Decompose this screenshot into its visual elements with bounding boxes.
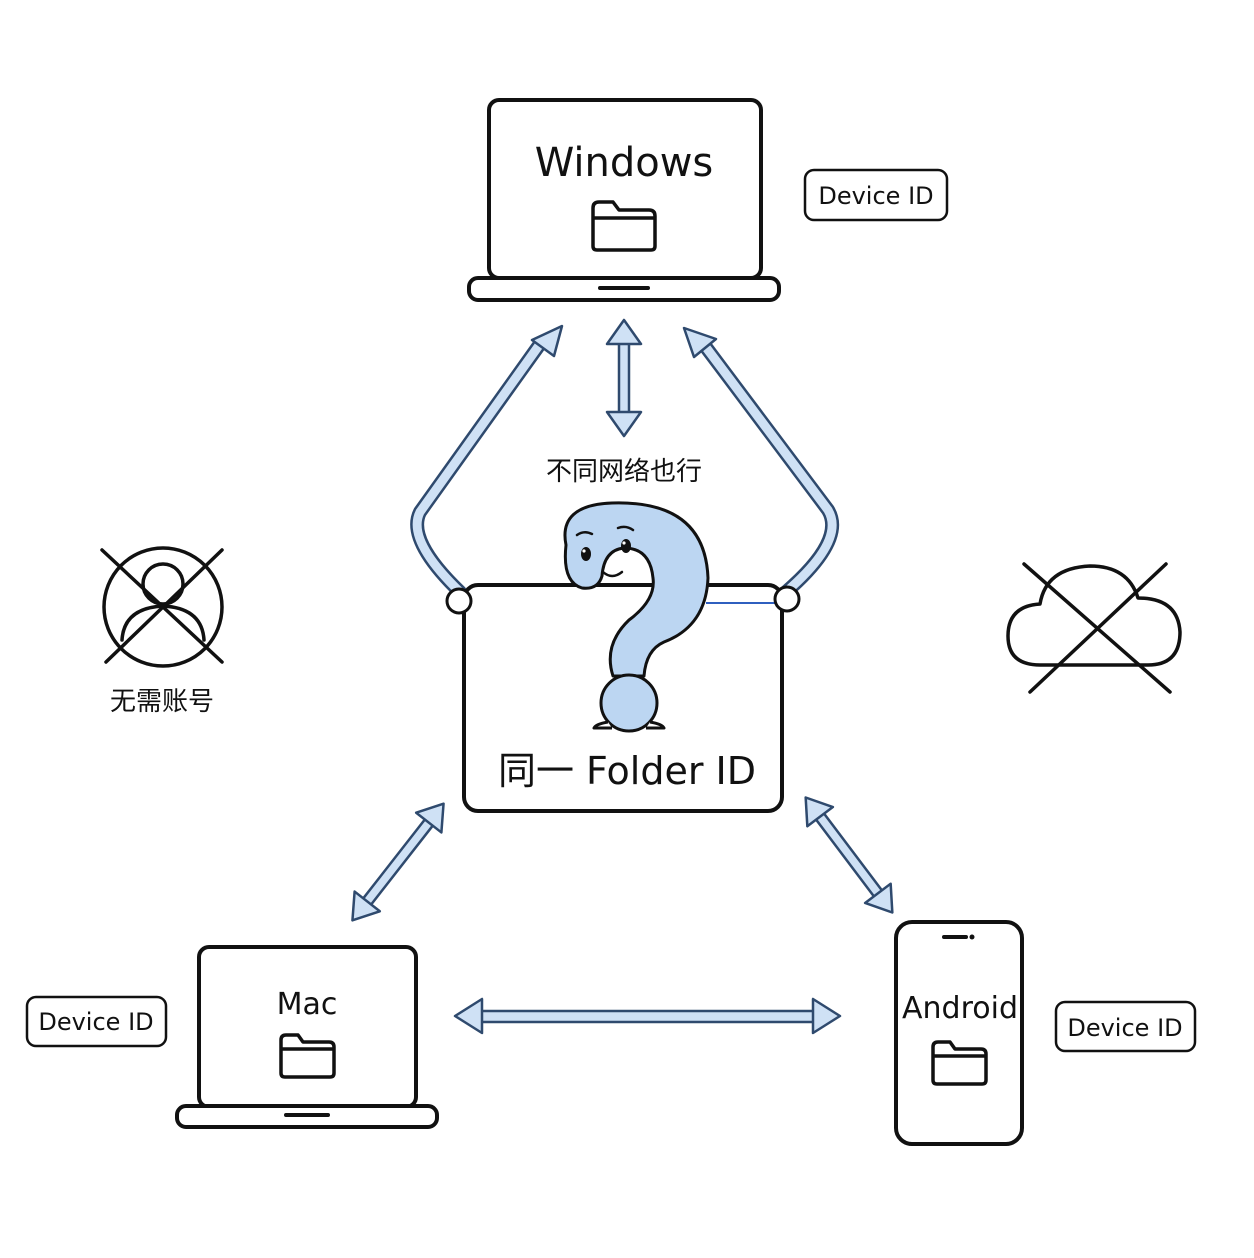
mac-label: Mac [277, 987, 338, 1022]
arrow-mac-android [453, 997, 842, 1035]
windows-device-id-badge: Device ID [803, 168, 949, 222]
mac-laptop: Mac [175, 945, 439, 1129]
arrow-left-arm [410, 324, 564, 599]
no-account-label: 无需账号 [110, 687, 214, 717]
question-mark-mascot-icon [563, 501, 710, 733]
arrow-center-mac [351, 802, 445, 922]
arrow-right-arm [682, 326, 840, 599]
shared-folder-id-label: 同一 Folder ID [498, 749, 756, 793]
sync-arrows [351, 318, 894, 1035]
arrow-center-android [804, 796, 894, 914]
android-label: Android [902, 991, 1018, 1026]
mac-device-id-badge: Device ID [25, 995, 168, 1048]
left-hand [445, 587, 473, 615]
network-note: 不同网络也行 [546, 457, 702, 487]
folder-icon [931, 1040, 988, 1086]
folder-icon [279, 1033, 336, 1079]
android-phone: Android [894, 920, 1024, 1146]
crossed-out-user-icon [100, 546, 224, 668]
mac-device-id-label: Device ID [38, 1008, 153, 1036]
crossed-out-cloud-icon [1006, 562, 1182, 694]
android-device-id-badge: Device ID [1054, 1000, 1197, 1053]
right-hand [773, 585, 801, 613]
arrow-windows-center-vertical [605, 318, 643, 438]
windows-laptop: Windows [467, 98, 781, 302]
windows-device-id-label: Device ID [818, 182, 933, 210]
folder-icon [591, 200, 657, 252]
windows-label: Windows [535, 140, 714, 186]
android-device-id-label: Device ID [1067, 1014, 1182, 1042]
